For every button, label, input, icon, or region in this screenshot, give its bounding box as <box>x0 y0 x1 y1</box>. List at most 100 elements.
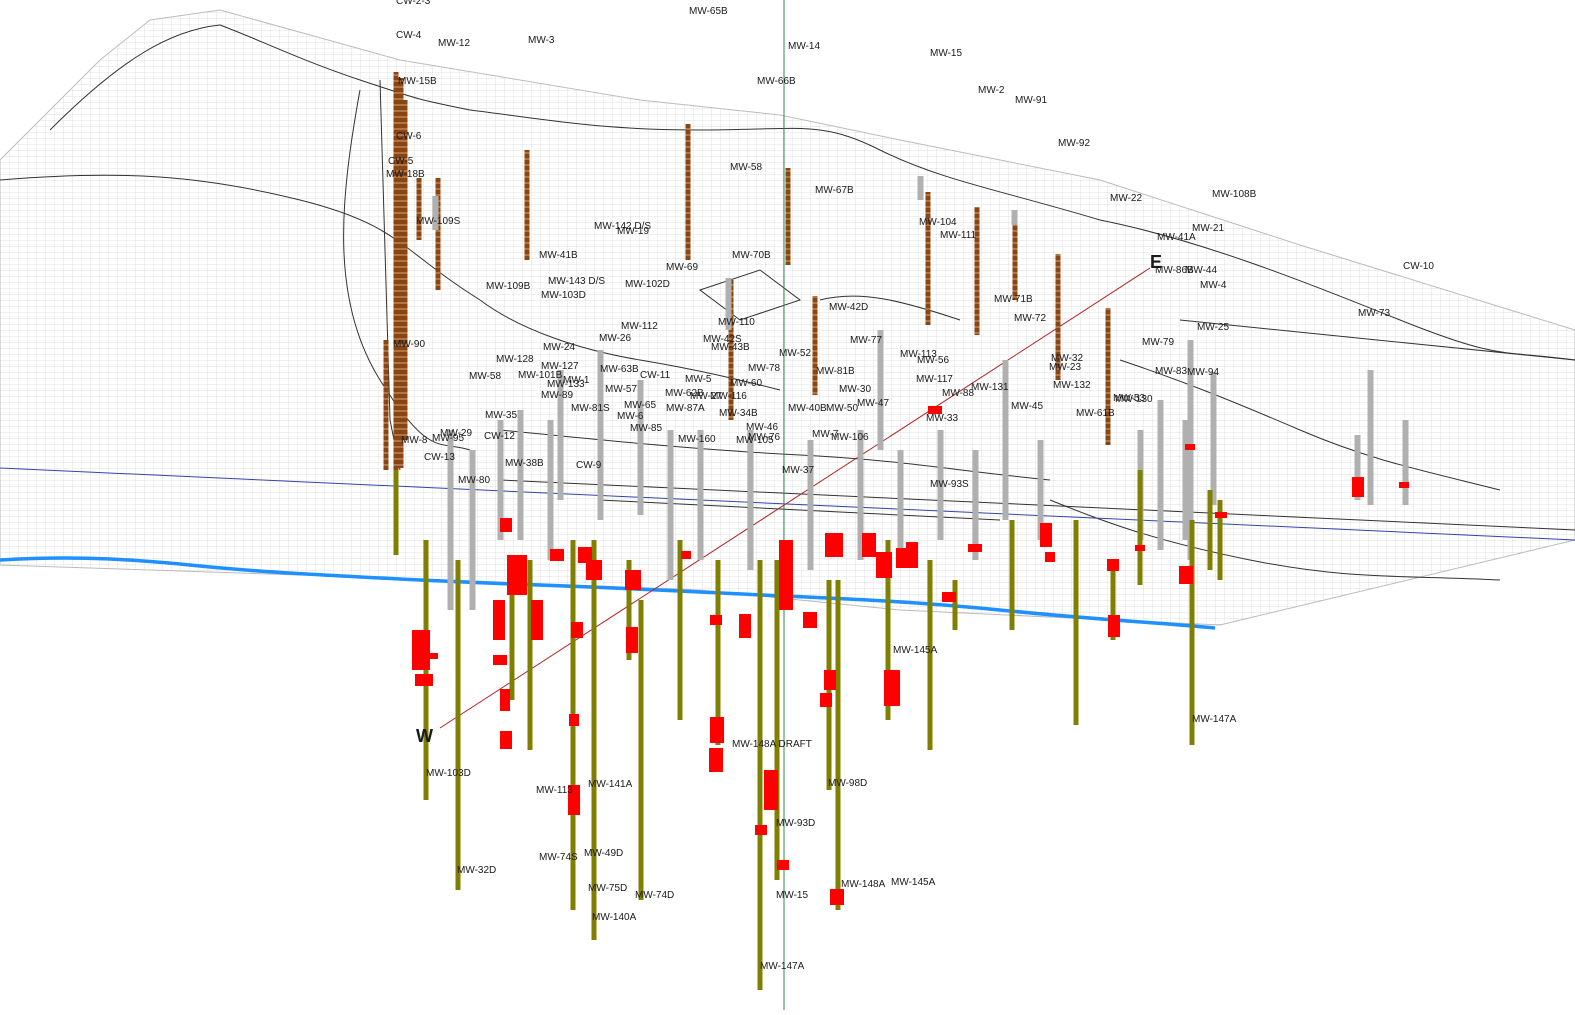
well-label[interactable]: MW-44 <box>1185 265 1217 276</box>
well-label[interactable]: MW-67B <box>815 185 854 196</box>
well-label[interactable]: MW-19 <box>617 226 649 237</box>
well-label[interactable]: MW-34B <box>719 408 758 419</box>
well-label[interactable]: MW-87A <box>666 403 705 414</box>
well-label[interactable]: MW-15B <box>398 76 437 87</box>
well-label[interactable]: MW-43B <box>711 342 750 353</box>
well-label[interactable]: MW-62B <box>665 388 704 399</box>
well-label[interactable]: MW-116 <box>710 391 747 402</box>
well-label[interactable]: MW-42D <box>829 302 868 313</box>
well-label[interactable]: MW-7 <box>812 429 839 440</box>
well-label[interactable]: MW-143 D/S <box>548 276 605 287</box>
well-label[interactable]: MW-147A <box>1192 714 1237 725</box>
well-label[interactable]: MW-45 <box>1011 401 1043 412</box>
well-label[interactable]: MW-15 <box>776 890 808 901</box>
well-label[interactable]: MW-47 <box>857 398 889 409</box>
well-label[interactable]: MW-52 <box>779 348 811 359</box>
well-label[interactable]: MW-57 <box>605 384 637 395</box>
well-label[interactable]: MW-60 <box>730 378 762 389</box>
well-label[interactable]: MW-75D <box>588 883 627 894</box>
well-label[interactable]: MW-58 <box>469 371 501 382</box>
well-label[interactable]: MW-53 <box>1113 393 1145 404</box>
well-label[interactable]: MW-105 <box>736 435 774 446</box>
well-label[interactable]: MW-14 <box>788 41 820 52</box>
well-label[interactable]: MW-111 <box>940 230 977 241</box>
well-label[interactable]: MW-104 <box>919 217 957 228</box>
well-label[interactable]: MW-74D <box>635 890 674 901</box>
well-label[interactable]: MW-71B <box>994 294 1033 305</box>
well-label[interactable]: MW-69 <box>666 262 698 273</box>
well-label[interactable]: MW-32D <box>457 865 496 876</box>
well-label[interactable]: MW-46 <box>746 422 778 433</box>
well-label[interactable]: MW-92 <box>1058 138 1090 149</box>
well-label[interactable]: CW-5 <box>388 156 414 167</box>
well-label[interactable]: MW-81S <box>571 403 610 414</box>
well-label[interactable]: MW-8 <box>401 435 428 446</box>
well-label[interactable]: MW-140A <box>592 912 637 923</box>
well-label[interactable]: MW-22 <box>1110 193 1142 204</box>
well-label[interactable]: MW-37 <box>782 465 814 476</box>
well-label[interactable]: MW-38B <box>505 458 544 469</box>
well-label[interactable]: CW-10 <box>1403 261 1434 272</box>
well-label[interactable]: MW-109S <box>416 216 461 227</box>
well-label[interactable]: MW-73 <box>1358 308 1390 319</box>
well-label[interactable]: MW-40B <box>788 403 827 414</box>
well-label[interactable]: MW-147A <box>760 961 805 972</box>
well-label[interactable]: MW-5 <box>685 374 712 385</box>
well-label[interactable]: MW-91 <box>1015 95 1047 106</box>
well-label[interactable]: MW-148A <box>841 879 886 890</box>
well-label[interactable]: CW-9 <box>576 460 602 471</box>
well-label[interactable]: CW-11 <box>640 370 671 381</box>
well-label[interactable]: MW-77 <box>850 335 882 346</box>
well-label[interactable]: MW-89 <box>541 390 573 401</box>
well-label[interactable]: MW-145A <box>893 645 938 656</box>
well-label[interactable]: MW-27 <box>690 391 722 402</box>
well-label[interactable]: MW-63B <box>600 364 639 375</box>
well-label[interactable]: MW-110 <box>718 317 755 328</box>
well-label[interactable]: MW-93D <box>776 818 815 829</box>
well-label[interactable]: MW-94 <box>1187 367 1219 378</box>
well-label[interactable]: MW-18B <box>386 169 425 180</box>
well-label[interactable]: MW-83 <box>1155 366 1187 377</box>
well-label[interactable]: MW-141A <box>588 779 633 790</box>
well-label[interactable]: MW-127 <box>541 361 579 372</box>
well-label[interactable]: CW-13 <box>424 452 455 463</box>
well-label[interactable]: MW-148A DRAFT <box>732 739 812 750</box>
well-label[interactable]: MW-88 <box>942 388 974 399</box>
well-label[interactable]: MW-128 <box>496 354 534 365</box>
well-label[interactable]: MW-145A <box>891 877 936 888</box>
well-label[interactable]: MW-41A <box>1157 232 1196 243</box>
well-label[interactable]: MW-102D <box>625 279 670 290</box>
well-label[interactable]: MW-117 <box>916 374 953 385</box>
well-label[interactable]: MW-90 <box>393 339 425 350</box>
well-label[interactable]: MW-131 <box>971 382 1009 393</box>
well-label[interactable]: MW-130 <box>1115 394 1153 405</box>
well-label[interactable]: MW-30 <box>839 384 871 395</box>
well-label[interactable]: MW-101B <box>518 370 563 381</box>
well-label[interactable]: MW-108B <box>1212 189 1257 200</box>
well-label[interactable]: MW-160 <box>678 434 716 445</box>
well-label[interactable]: MW-66B <box>757 76 796 87</box>
well-label[interactable]: MW-49D <box>584 848 623 859</box>
well-label[interactable]: MW-85 <box>630 423 662 434</box>
well-label[interactable]: MW-32 <box>1051 353 1083 364</box>
well-label[interactable]: MW-74S <box>539 852 578 863</box>
well-label[interactable]: MW-76 <box>748 432 780 443</box>
well-label[interactable]: MW-113 <box>900 349 937 360</box>
well-label[interactable]: MW-42S <box>703 334 742 345</box>
well-label[interactable]: MW-25 <box>1197 322 1229 333</box>
well-label[interactable]: MW-3 <box>528 35 555 46</box>
well-label[interactable]: MW-109B <box>486 281 531 292</box>
well-label[interactable]: MW-98D <box>828 778 867 789</box>
well-label[interactable]: MW-33 <box>926 413 958 424</box>
well-label[interactable]: MW-70B <box>732 250 771 261</box>
well-label[interactable]: MW-35 <box>485 410 517 421</box>
well-label[interactable]: MW-81B <box>816 366 855 377</box>
well-label[interactable]: MW-112 <box>621 321 658 332</box>
well-label[interactable]: MW-15 <box>930 48 962 59</box>
well-label[interactable]: MW-56 <box>917 355 949 366</box>
well-label[interactable]: MW-106 <box>831 432 869 443</box>
well-label[interactable]: CW-2-3 <box>396 0 431 7</box>
well-label[interactable]: MW-95 <box>432 433 464 444</box>
well-label[interactable]: MW-41B <box>539 250 578 261</box>
well-label[interactable]: MW-4 <box>1200 280 1227 291</box>
